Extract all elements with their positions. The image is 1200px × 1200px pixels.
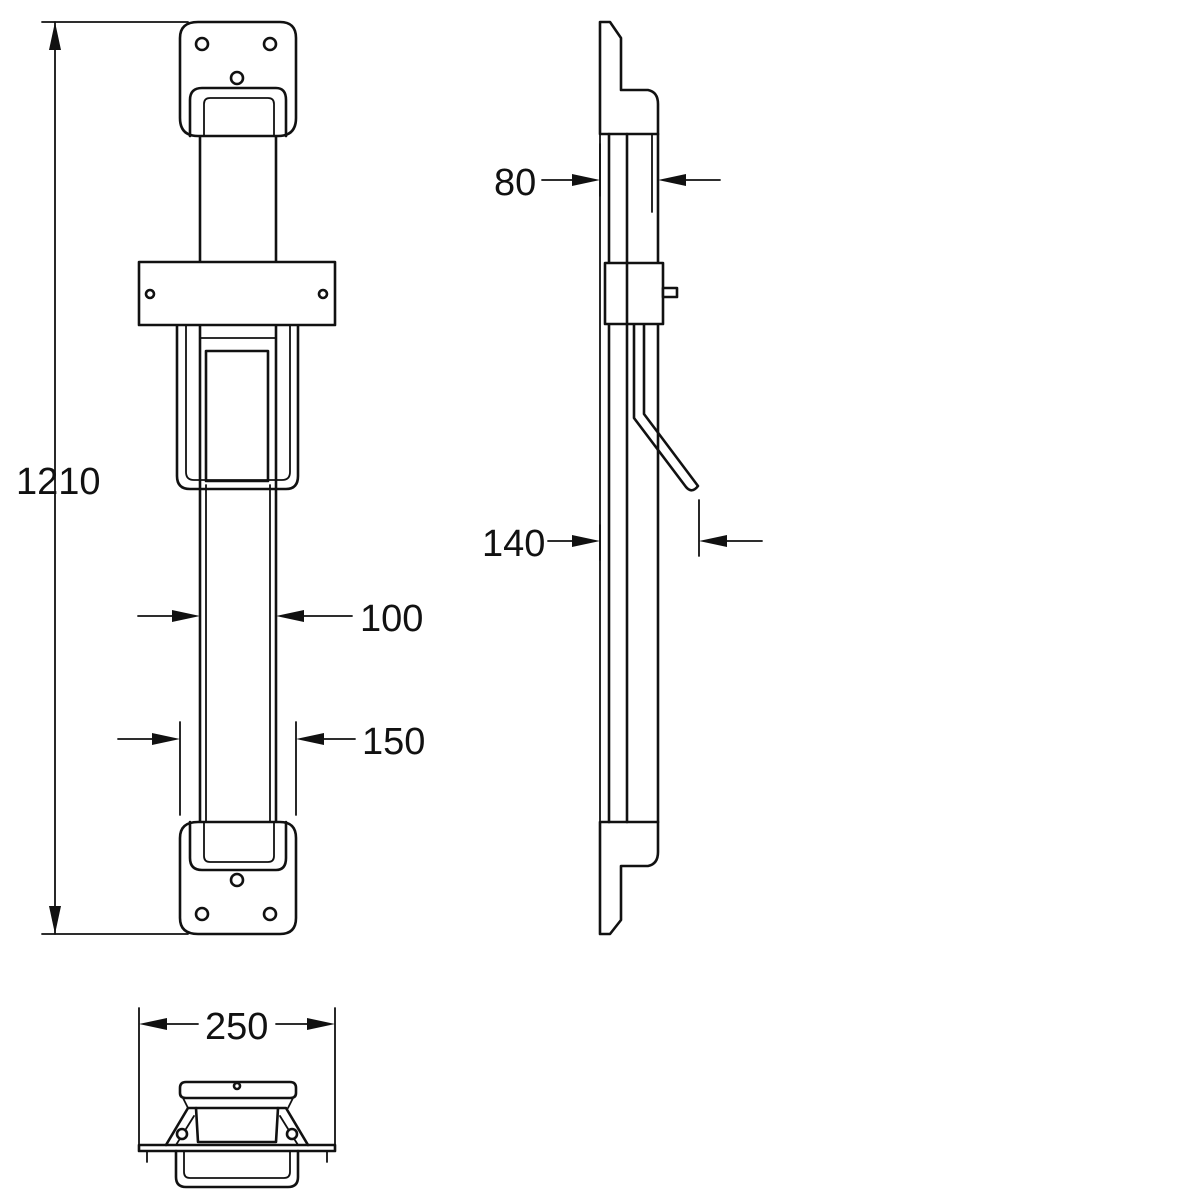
dim-height-label: 1210 <box>16 461 101 503</box>
side-wall-plates <box>598 20 660 936</box>
dim-wall-depth: 80 <box>494 143 721 204</box>
dim-grip-width-label: 150 <box>362 721 425 763</box>
dim-bar-width-label: 100 <box>360 598 423 640</box>
side-view: 80 140 <box>482 20 763 936</box>
u-handle <box>175 323 300 491</box>
top-view: 250 <box>137 1006 337 1189</box>
side-handle <box>632 323 700 492</box>
front-view: 1210 100 150 <box>16 20 425 936</box>
dim-wall-depth-label: 80 <box>494 162 536 204</box>
dim-overall-width: 250 <box>138 1006 336 1146</box>
top-wall-bracket <box>178 20 298 138</box>
dim-grip-width: 150 <box>117 721 425 816</box>
dim-projection-label: 140 <box>482 523 545 565</box>
front-bar <box>198 133 278 824</box>
dim-bar-width: 100 <box>137 598 423 640</box>
dim-overall-width-label: 250 <box>205 1006 268 1048</box>
bottom-wall-bracket <box>178 820 298 936</box>
side-bar <box>599 132 660 824</box>
side-slider <box>603 261 679 326</box>
slider-plate <box>137 260 337 327</box>
dim-projection: 140 <box>482 499 763 565</box>
dim-height: 1210 <box>16 21 189 935</box>
